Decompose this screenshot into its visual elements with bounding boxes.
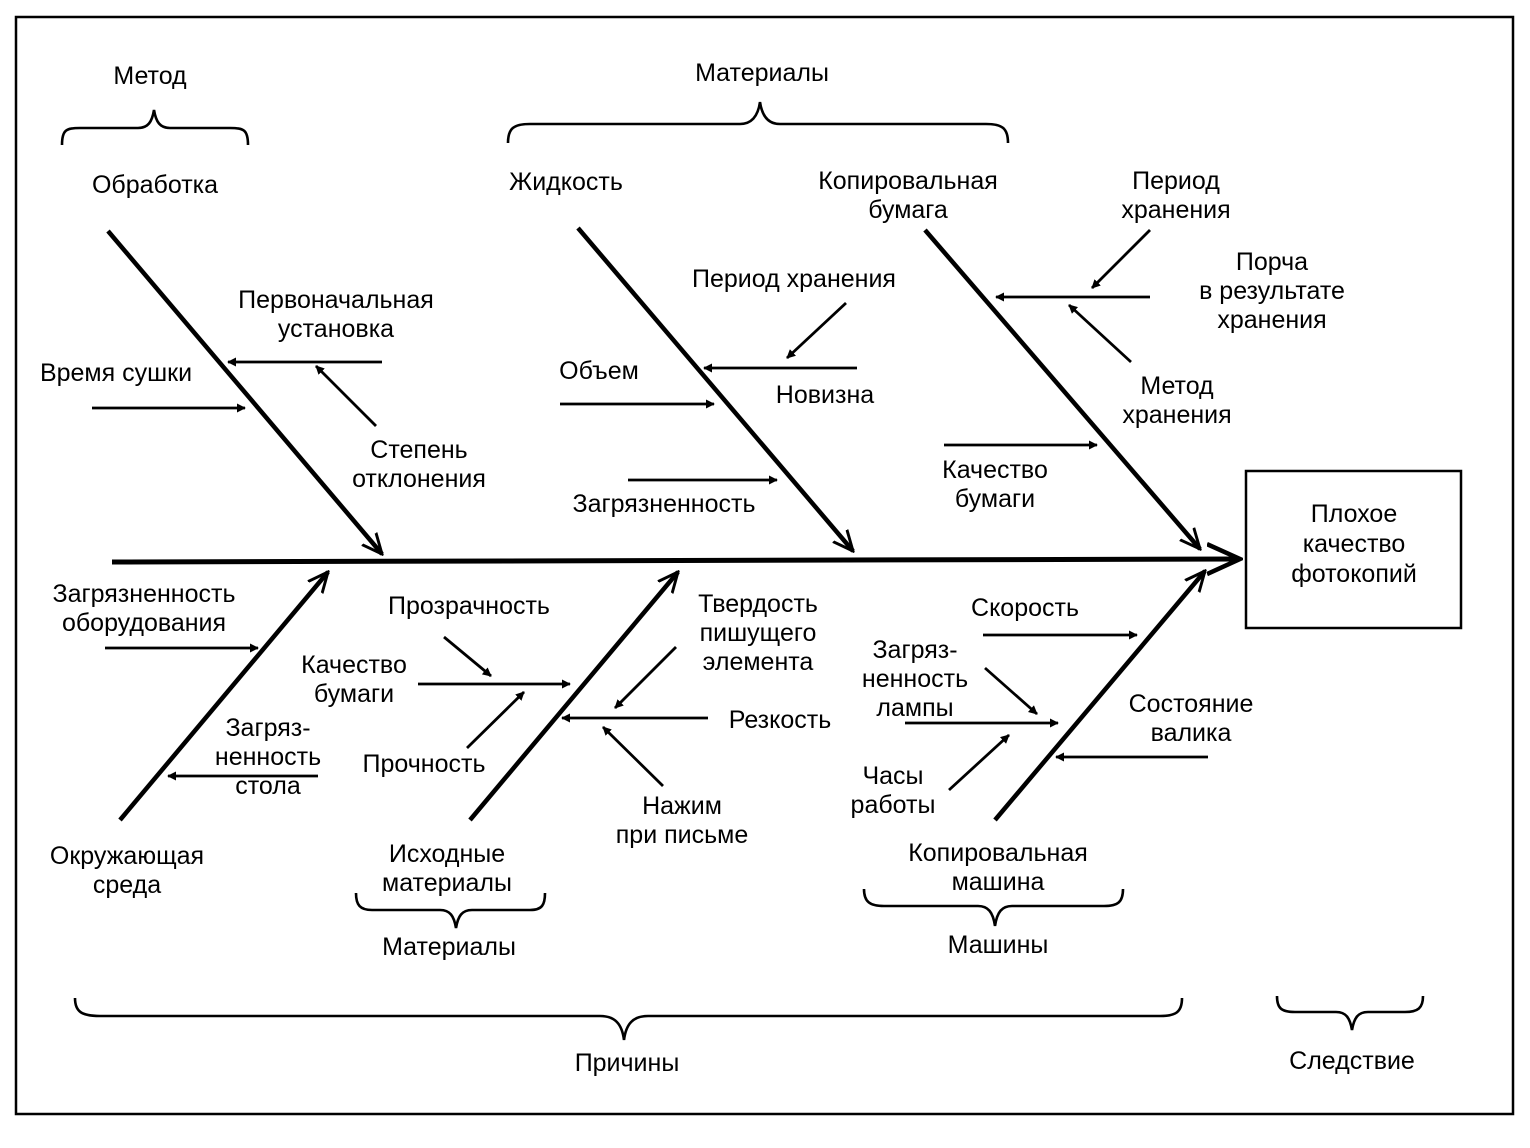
brace-causes: [73, 997, 1184, 1041]
arrow-writing-hardness: [614, 646, 677, 709]
arrow-deviation-degree: [315, 365, 377, 427]
bone-source-materials: [468, 572, 678, 822]
cause-contamination-liquid: Загрязненность: [573, 490, 756, 518]
arrow-strength: [466, 691, 525, 749]
arrow-storage-period-liquid: [786, 301, 847, 360]
cause-novelty: Новизна: [776, 381, 874, 409]
group-label-materials-top: Материалы: [695, 59, 829, 87]
cause-strength: Прочность: [363, 750, 486, 778]
cause-speed: Скорость: [971, 594, 1079, 622]
effect-box: [1244, 469, 1463, 630]
bone-label-processing: Обработка: [92, 171, 218, 199]
cause-drying-time: Время сушки: [40, 359, 192, 387]
group-label-materials-bottom: Материалы: [382, 933, 516, 961]
bone-copy-machine: [993, 571, 1205, 822]
arrow-writing-pressure: [602, 726, 664, 787]
group-label-causes: Причины: [575, 1049, 680, 1077]
cause-volume: Объем: [559, 357, 639, 385]
brace-consequence: [1275, 995, 1425, 1031]
arrow-operating-hours: [948, 733, 1010, 792]
group-label-method: Метод: [113, 62, 187, 90]
bone-liquid: [576, 226, 853, 551]
brace-method: [60, 109, 250, 146]
brace-materials-bottom: [354, 892, 547, 929]
bone-environment: [118, 572, 328, 822]
brace-materials-top: [506, 101, 1010, 144]
brace-machines: [862, 888, 1125, 927]
cause-transparency: Прозрачность: [388, 592, 550, 620]
bone-copy-paper: [923, 228, 1200, 549]
bone-processing: [106, 229, 382, 554]
arrow-storage-method: [1068, 303, 1132, 364]
main-spine: [111, 559, 1240, 562]
group-label-machines: Машины: [948, 931, 1049, 959]
arrow-transparency: [443, 635, 492, 678]
bone-label-liquid: Жидкость: [509, 168, 623, 196]
cause-storage-period-liquid: Период хранения: [692, 265, 896, 293]
arrow-storage-period-paper: [1091, 229, 1151, 289]
arrow-lamp-contamination-diag: [984, 666, 1038, 716]
group-label-consequence: Следствие: [1289, 1047, 1415, 1075]
outer-frame: [14, 15, 1515, 1116]
cause-sharpness: Резкость: [729, 706, 832, 734]
